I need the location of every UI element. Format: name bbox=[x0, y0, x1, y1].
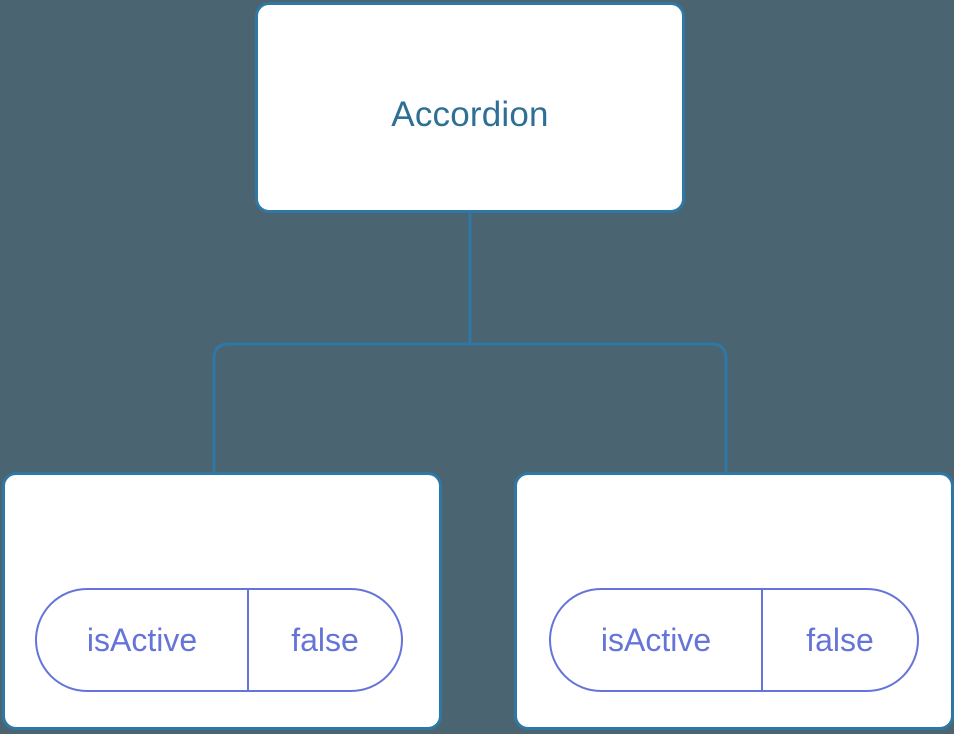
state-value-panel-left: false bbox=[291, 622, 359, 658]
state-pill-panel-right[interactable]: isActive false bbox=[549, 588, 919, 692]
node-panel-left[interactable]: Panel isActive false bbox=[2, 472, 442, 730]
state-key-panel-left: isActive bbox=[37, 590, 249, 690]
node-accordion-title: Accordion bbox=[391, 95, 549, 134]
state-key-panel-right: isActive bbox=[551, 590, 763, 690]
connector-bus-to-left-panel bbox=[212, 342, 470, 474]
state-value-panel-right: false bbox=[806, 622, 874, 658]
connector-bus-to-right-panel bbox=[470, 342, 728, 474]
node-accordion[interactable]: Accordion bbox=[255, 2, 685, 213]
state-pill-panel-left[interactable]: isActive false bbox=[35, 588, 403, 692]
node-panel-right[interactable]: Panel isActive false bbox=[514, 472, 954, 730]
